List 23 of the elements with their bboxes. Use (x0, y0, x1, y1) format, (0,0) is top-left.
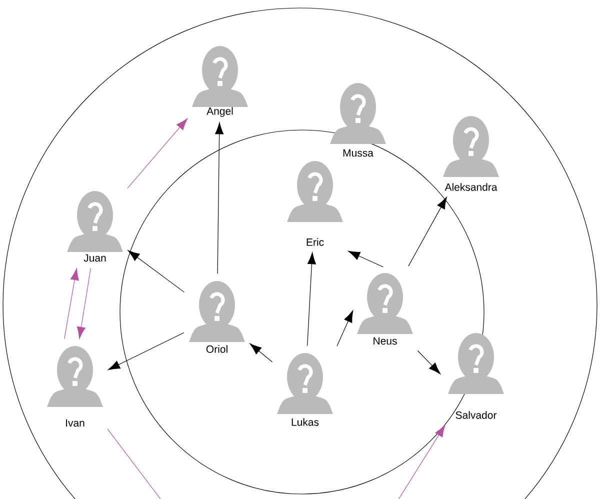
person-name: Angel (206, 107, 233, 117)
arrow (215, 122, 224, 274)
arrow (64, 268, 79, 340)
person-name: Lukas (292, 418, 319, 426)
arrow (250, 343, 273, 362)
person-name: Neus (374, 337, 397, 345)
person-name: Mussa (343, 149, 374, 157)
arrow (127, 118, 188, 188)
person-name: Juan (84, 254, 106, 262)
arrow (336, 310, 354, 346)
arrow (348, 250, 384, 268)
person-name: Oriol (206, 345, 228, 353)
arrow (408, 196, 447, 266)
arrow (108, 332, 184, 370)
arrow (307, 252, 316, 346)
person-name: Salvador (456, 411, 497, 419)
person-name: Aleksandra (444, 183, 498, 191)
arrow (417, 350, 440, 374)
person-name: Eric (306, 238, 324, 246)
arrow (128, 250, 184, 292)
person-name: Ivan (66, 419, 84, 427)
arrow (396, 424, 446, 499)
arrow (76, 268, 91, 339)
